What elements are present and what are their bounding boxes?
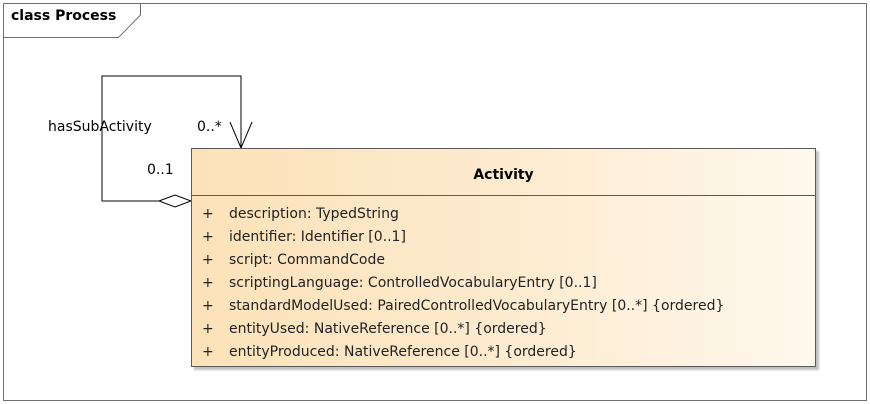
attribute-visibility: +	[202, 321, 214, 337]
attribute-row[interactable]: + standardModelUsed: PairedControlledVoc…	[192, 295, 815, 318]
association-name-label: hasSubActivity	[48, 119, 152, 135]
attribute-text: identifier: Identifier [0..1]	[229, 229, 406, 245]
frame-title: class Process	[11, 8, 117, 24]
attribute-visibility: +	[202, 229, 214, 245]
attribute-visibility: +	[202, 344, 214, 360]
attribute-text: entityProduced: NativeReference [0..*] {…	[229, 344, 577, 360]
attribute-row[interactable]: + description: TypedString	[192, 203, 815, 226]
attribute-text: script: CommandCode	[229, 252, 385, 268]
attribute-row[interactable]: + identifier: Identifier [0..1]	[192, 226, 815, 249]
attribute-visibility: +	[202, 206, 214, 222]
attribute-visibility: +	[202, 275, 214, 291]
attribute-text: standardModelUsed: PairedControlledVocab…	[229, 298, 725, 314]
target-multiplicity-label: 0..*	[197, 119, 222, 135]
source-multiplicity-label: 0..1	[147, 162, 174, 178]
attribute-text: description: TypedString	[229, 206, 399, 222]
attribute-row[interactable]: + entityUsed: NativeReference [0..*] {or…	[192, 318, 815, 341]
association-line[interactable]	[101, 75, 242, 202]
attribute-compartment: + description: TypedString + identifier:…	[192, 203, 815, 364]
class-activity[interactable]: Activity + description: TypedString + id…	[191, 148, 816, 367]
attribute-row[interactable]: + script: CommandCode	[192, 249, 815, 272]
attribute-row[interactable]: + scriptingLanguage: ControlledVocabular…	[192, 272, 815, 295]
attribute-text: entityUsed: NativeReference [0..*] {orde…	[229, 321, 547, 337]
class-name: Activity	[192, 149, 815, 196]
attribute-visibility: +	[202, 252, 214, 268]
attribute-text: scriptingLanguage: ControlledVocabularyE…	[229, 275, 597, 291]
frame-title-tab	[3, 3, 141, 38]
attribute-visibility: +	[202, 298, 214, 314]
attribute-row[interactable]: + entityProduced: NativeReference [0..*]…	[192, 341, 815, 364]
